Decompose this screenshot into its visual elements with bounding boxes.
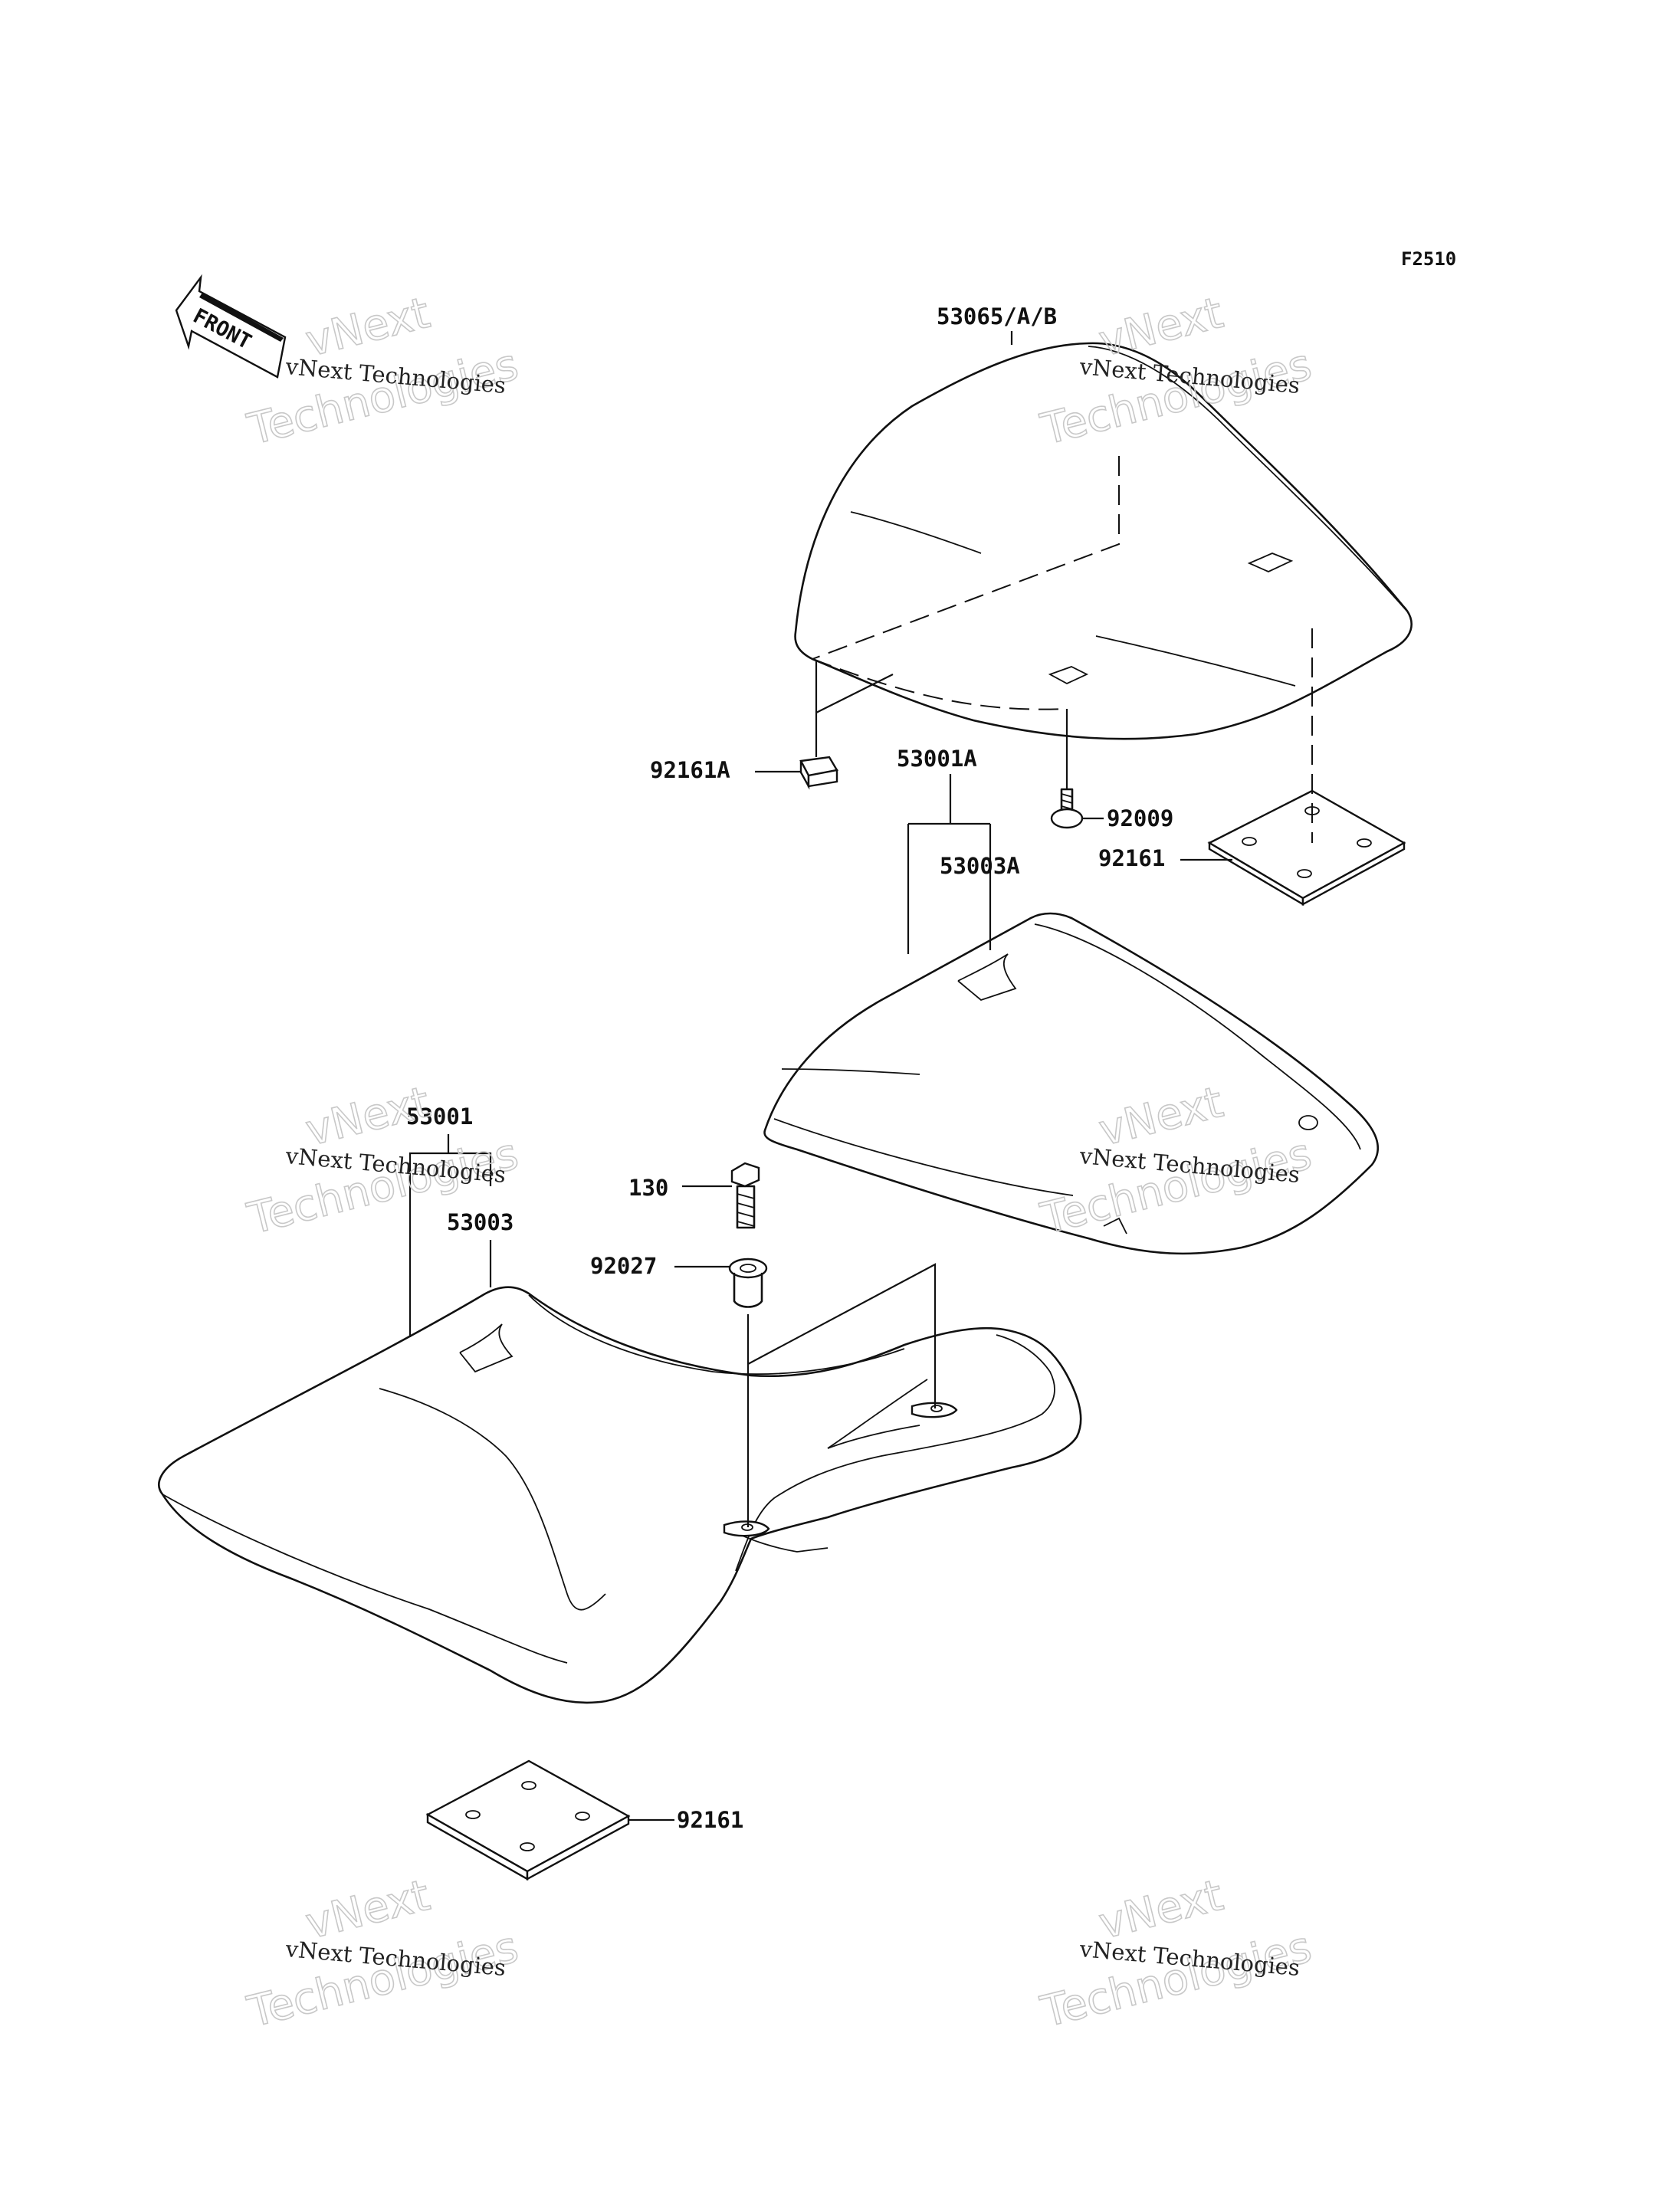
svg-text:vNext: vNext [301, 1077, 435, 1156]
svg-text:Technologies: Technologies [243, 1922, 523, 2037]
pad-92161A [799, 756, 838, 790]
figure-code: F2510 [1401, 248, 1456, 270]
svg-text:Technologies: Technologies [1036, 339, 1317, 454]
watermark-mid-right: vNext Technologies vNext Technologies [1035, 1077, 1317, 1244]
seat-cowl-53065 [794, 342, 1413, 740]
watermark-bottom-right: vNext Technologies vNext Technologies [1035, 1870, 1317, 2038]
watermark-top-left: vNext Technologies vNext Technologies [242, 287, 523, 455]
svg-text:Technologies: Technologies [1036, 1922, 1317, 2037]
part-label-92161A: 92161A [650, 757, 730, 783]
part-label-130: 130 [628, 1175, 668, 1201]
part-label-92161-bottom: 92161 [677, 1807, 743, 1833]
bolt-130 [730, 1162, 760, 1229]
svg-text:Technologies: Technologies [243, 339, 523, 454]
watermark-top-right: vNext Technologies vNext Technologies [1035, 287, 1317, 455]
seat-53001A [763, 912, 1380, 1255]
svg-text:vNext: vNext [301, 1871, 435, 1949]
svg-text:vNext: vNext [1094, 288, 1228, 367]
svg-text:Technologies: Technologies [1036, 1129, 1317, 1244]
seat-53001 [158, 1286, 1082, 1704]
svg-text:vNext: vNext [1094, 1077, 1228, 1156]
part-label-53065: 53065/A/B [937, 303, 1057, 330]
pad-92161-top [1207, 789, 1406, 907]
pad-92161-bottom [425, 1759, 631, 1881]
svg-text:vNext: vNext [1094, 1871, 1228, 1949]
screw-92009 [1050, 709, 1084, 829]
part-label-92009: 92009 [1107, 805, 1173, 831]
part-label-92027: 92027 [590, 1253, 657, 1279]
watermark-bottom-left: vNext Technologies vNext Technologies [242, 1870, 523, 2038]
part-label-53001A: 53001A [897, 746, 977, 772]
svg-text:vNext: vNext [301, 288, 435, 367]
front-arrow-icon: FRONT [175, 274, 287, 379]
part-label-53001: 53001 [406, 1103, 473, 1130]
part-label-53003: 53003 [447, 1209, 514, 1235]
part-label-53003A: 53003A [940, 853, 1020, 879]
collar-92027 [728, 1258, 768, 1308]
part-label-92161-top: 92161 [1098, 845, 1165, 871]
